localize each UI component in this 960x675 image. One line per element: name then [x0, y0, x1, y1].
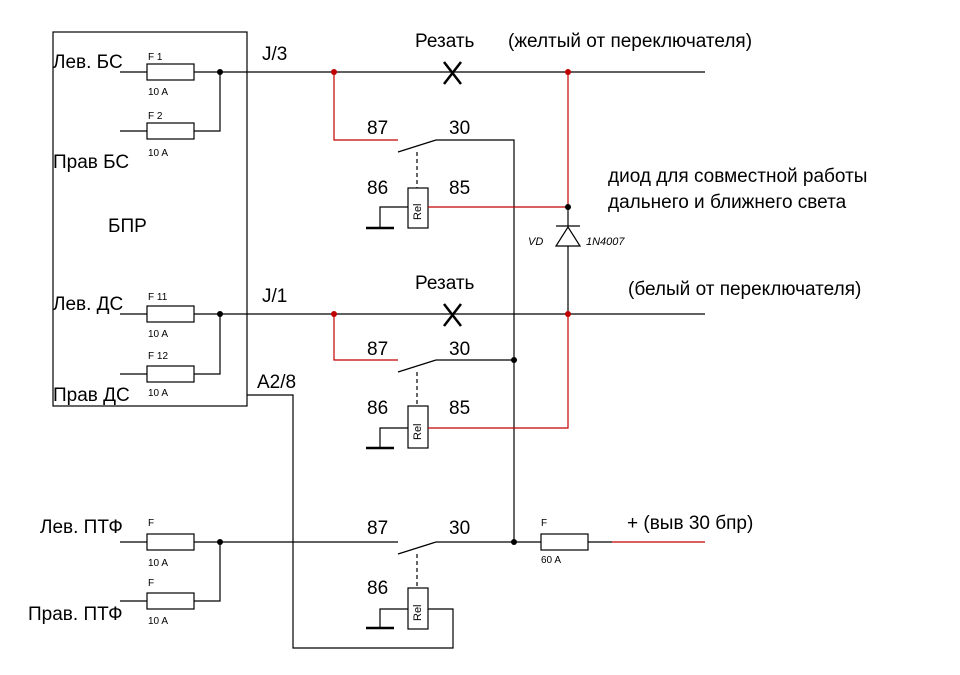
relay1-coil [407, 187, 429, 229]
fuse-f12 [146, 365, 195, 383]
relay2-pin30: 30 [449, 339, 470, 360]
relay3-coil-label: Rel [412, 604, 424, 621]
label-left-fog: Лев. ПТФ [40, 517, 123, 538]
note-plus: + (выв 30 бпр) [627, 513, 753, 534]
fuse-f2-rating: 10 A [148, 148, 168, 159]
connector-j3: J/3 [262, 44, 287, 65]
diode-ref: VD [528, 236, 543, 248]
relay1-contact [397, 139, 437, 153]
fuse-f11 [146, 305, 195, 323]
relay2-pin85: 85 [449, 398, 470, 419]
junction [511, 539, 517, 545]
label-right-ds: Прав ДС [53, 385, 130, 406]
fuse-fog-right-rating: 10 A [148, 616, 168, 627]
note-diode-1: диод для совместной работы [608, 166, 867, 187]
fuse-f11-rating: 10 A [148, 329, 168, 340]
junction [511, 357, 517, 363]
cut-mark-middle [443, 303, 462, 327]
fuse-f1-rating: 10 A [148, 87, 168, 98]
fuse-fog-left [146, 533, 195, 551]
fuse-f2 [146, 122, 195, 140]
fuse-f12-name: F 12 [148, 351, 168, 362]
relay1-pin30: 30 [449, 118, 470, 139]
connector-j1: J/1 [262, 286, 287, 307]
fuse-main [540, 533, 589, 551]
bpr-block [52, 31, 248, 407]
relay3-pin87: 87 [367, 518, 388, 539]
fuse-f11-name: F 11 [148, 292, 168, 303]
note-diode-2: дальнего и ближнего света [608, 192, 847, 213]
fuse-f12-rating: 10 A [148, 388, 168, 399]
connector-a28: A2/8 [257, 372, 296, 393]
relay1-coil-label: Rel [412, 203, 424, 220]
label-right-bs: Прав БС [53, 152, 129, 173]
relay3-pin30: 30 [449, 518, 470, 539]
fuse-f1-name: F 1 [148, 52, 163, 63]
fuse-fog-left-rating: 10 A [148, 558, 168, 569]
relay2-coil-label: Rel [412, 423, 424, 440]
relay2-pin86: 86 [367, 398, 388, 419]
note-white: (белый от переключателя) [628, 279, 861, 300]
fuse-f1 [146, 63, 195, 81]
cut-mark-top [443, 61, 462, 85]
fuse-fog-right [146, 592, 195, 610]
relay1-pin86: 86 [367, 178, 388, 199]
bpr-title: БПР [108, 216, 147, 237]
diode-symbol [554, 225, 582, 247]
relay2-contact [397, 359, 437, 373]
cut-label-middle: Резать [415, 273, 475, 294]
cut-label-top: Резать [415, 31, 475, 52]
relay1-pin87: 87 [367, 118, 388, 139]
fuse-fog-right-name: F [148, 578, 154, 589]
label-right-fog: Прав. ПТФ [28, 604, 123, 625]
relay2-pin87: 87 [367, 339, 388, 360]
relay3-contact [397, 541, 437, 555]
fuse-f2-name: F 2 [148, 111, 163, 122]
wire-a28 [247, 394, 454, 649]
label-left-bs: Лев. БС [53, 52, 123, 73]
fuse-fog-left-name: F [148, 518, 154, 529]
diode-part: 1N4007 [586, 236, 625, 248]
label-left-ds: Лев. ДС [53, 294, 123, 315]
relay2-coil [407, 405, 429, 449]
relay3-coil [407, 587, 429, 630]
fuse-main-rating: 60 A [541, 555, 561, 566]
note-yellow: (желтый от переключателя) [508, 31, 752, 52]
relay1-pin85: 85 [449, 178, 470, 199]
fuse-main-name: F [541, 518, 547, 529]
relay3-pin86: 86 [367, 578, 388, 599]
